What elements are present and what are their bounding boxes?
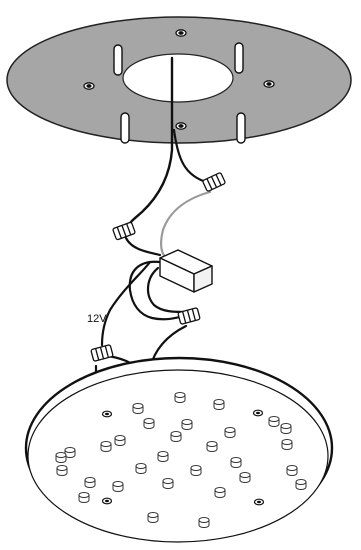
led-bead-icon	[56, 465, 68, 476]
led-bead-icon	[280, 423, 292, 434]
ceiling-mounting-plate	[6, 16, 352, 144]
led-bead-icon	[198, 517, 210, 528]
led-bead-icon	[239, 472, 251, 483]
grey-wire	[159, 190, 212, 260]
screw-icon	[101, 410, 113, 418]
led-bead-icon	[170, 431, 182, 442]
driver-output-wire-c	[100, 260, 152, 347]
voltage-label: 12V	[87, 313, 107, 325]
led-bead-icon	[114, 435, 126, 446]
screw-icon	[101, 497, 113, 505]
standoff-post-icon	[113, 44, 123, 76]
wire-connector-icon	[90, 344, 114, 362]
led-bead-icon	[100, 441, 112, 452]
led-bead-icon	[174, 392, 186, 403]
screw-icon	[263, 80, 275, 88]
standoff-post-icon	[236, 112, 246, 144]
driver-output-wire-a	[128, 260, 186, 321]
led-driver-box-icon	[159, 249, 213, 293]
supply-cable-branch	[172, 128, 208, 184]
standoff-post-icon	[234, 42, 244, 74]
screw-icon	[175, 29, 187, 37]
led-bead-icon	[213, 399, 225, 410]
led-bead-icon	[286, 465, 298, 476]
led-bead-icon	[224, 427, 236, 438]
standoff-post-icon	[120, 112, 130, 144]
led-bead-icon	[181, 419, 193, 430]
plate-screws	[83, 29, 275, 130]
standoff-posts	[113, 42, 246, 144]
led-bead-icon	[64, 447, 76, 458]
led-bead-icon	[214, 487, 226, 498]
led-bead-icon	[162, 478, 174, 489]
led-bead-icon	[143, 418, 155, 429]
connectors	[90, 172, 226, 362]
driver-output-wire-b	[147, 266, 186, 314]
led-bead-icon	[206, 441, 218, 452]
led-bead-icon	[78, 492, 90, 503]
led-bead-icon	[268, 416, 280, 427]
plate-center-hole	[122, 53, 234, 103]
led-bead-icon	[55, 452, 67, 463]
screw-icon	[83, 82, 95, 90]
led-beads	[55, 392, 307, 528]
driver-input-wire	[124, 236, 162, 257]
led-bead-icon	[230, 457, 242, 468]
led-bead-icon	[135, 463, 147, 474]
led-bead-icon	[281, 439, 293, 450]
wire-connector-icon	[112, 221, 136, 241]
led-bead-icon	[295, 479, 307, 490]
led-bead-icon	[190, 465, 202, 476]
screw-icon	[252, 409, 264, 417]
screw-icon	[253, 498, 265, 506]
screw-icon	[175, 122, 187, 130]
wire-connector-icon	[177, 307, 201, 325]
led-bead-icon	[132, 403, 144, 414]
led-bead-icon	[112, 481, 124, 492]
led-bead-icon	[147, 512, 159, 523]
led-bead-icon	[157, 451, 169, 462]
led-bead-icon	[84, 477, 96, 488]
wire-connector-icon	[202, 172, 226, 192]
